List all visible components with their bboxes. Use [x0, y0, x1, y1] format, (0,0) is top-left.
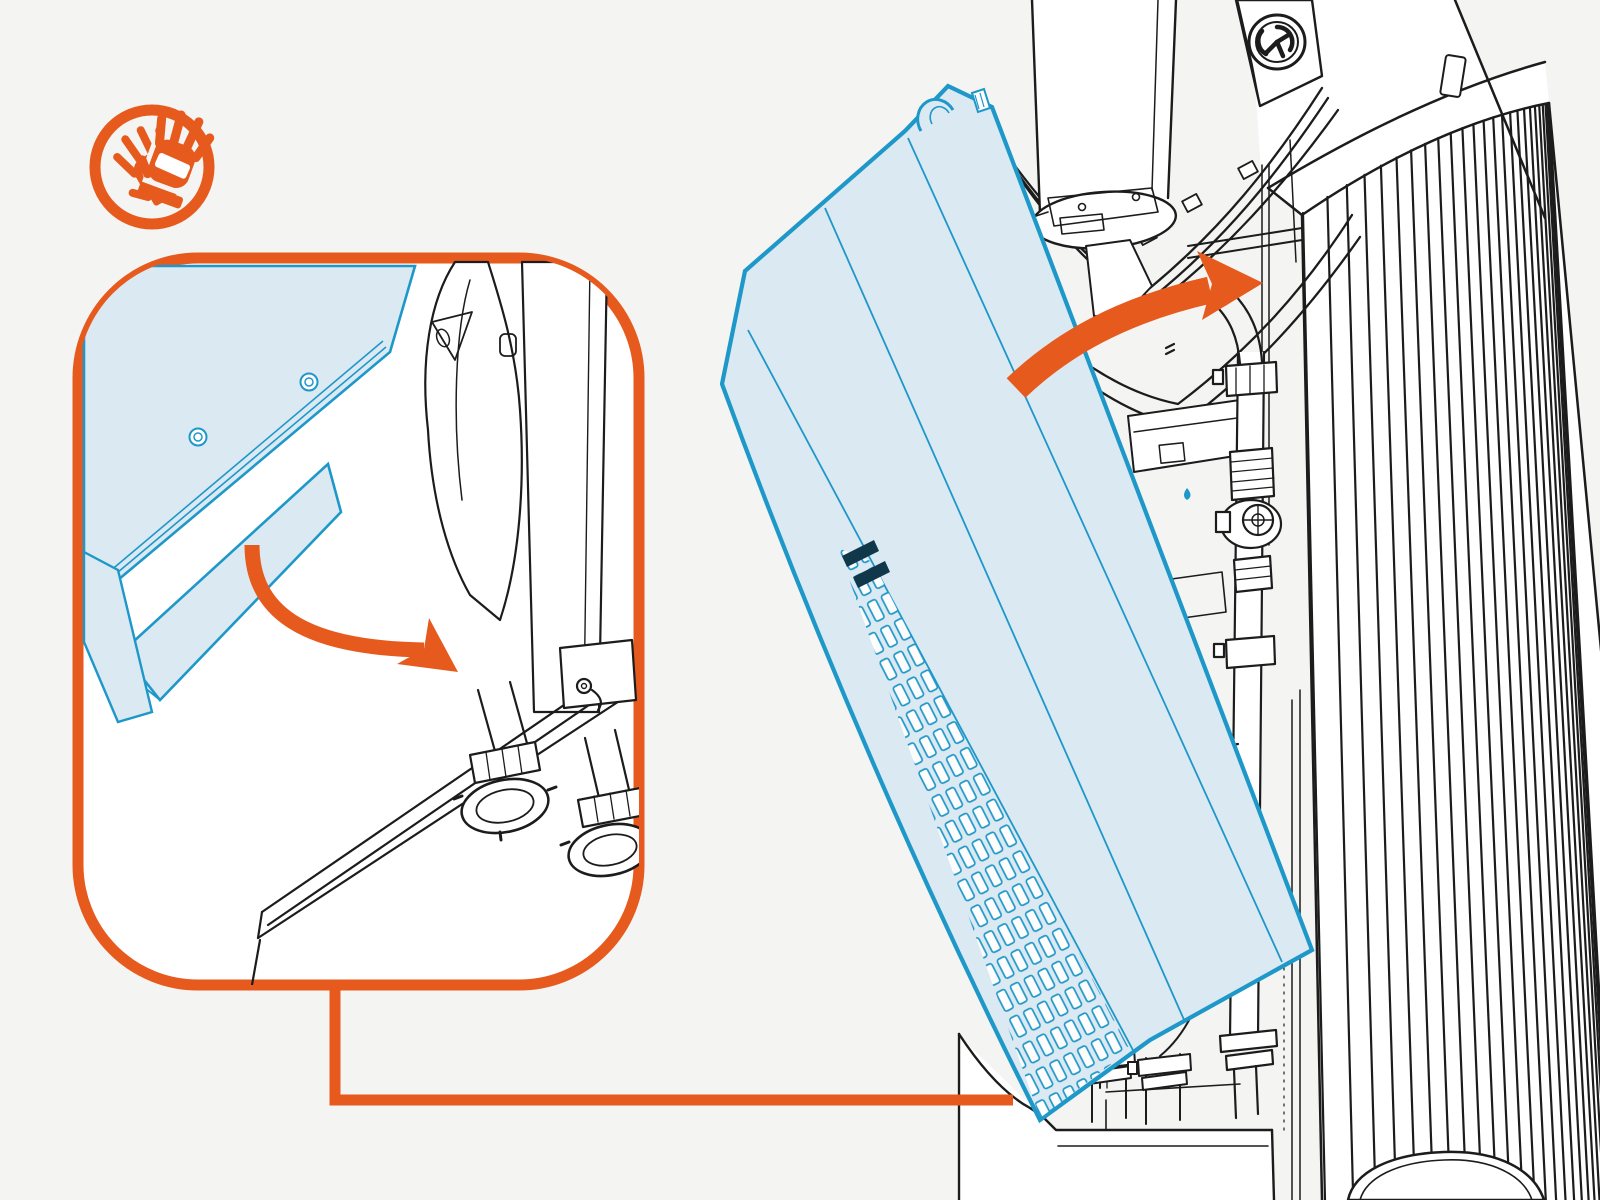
panel-screw	[299, 372, 319, 392]
callout-connector-line	[329, 978, 1013, 1106]
rib-line	[1546, 102, 1600, 1057]
arrowhead	[1197, 251, 1263, 320]
rotate-attach-arrow	[1006, 251, 1263, 398]
side-panel-face	[719, 83, 1315, 1124]
vent-dark-row	[853, 561, 890, 588]
right-glove	[137, 110, 215, 209]
vent-dark-row	[842, 540, 879, 567]
side-panel	[719, 83, 1315, 1124]
rib-line	[1437, 136, 1483, 1200]
rib-line	[1395, 156, 1435, 1200]
hose-union-nut	[559, 728, 639, 878]
column-top-band-fill	[1268, 62, 1549, 215]
duct-fill	[1032, 0, 1176, 228]
bayonet-vanes	[1256, 24, 1295, 59]
rib-line	[1492, 116, 1547, 1200]
duct-interior-plate	[1035, 187, 1159, 235]
column-ribs	[1301, 101, 1600, 1200]
rib-line	[1522, 107, 1583, 1200]
column-fill	[1302, 103, 1600, 1200]
detail-callout	[72, 252, 645, 991]
panel-screw	[188, 427, 208, 447]
column-base-arch	[1346, 1150, 1546, 1200]
callout-insert-arrow	[244, 544, 458, 672]
rib-line	[1541, 103, 1600, 1154]
column-base-arch-inner	[1359, 1159, 1533, 1200]
rib-line	[1500, 113, 1558, 1200]
rib-line	[1461, 127, 1511, 1200]
rib-line	[1345, 184, 1377, 1200]
callout-arrowhead	[397, 618, 458, 672]
paint-drop-mark	[1184, 488, 1191, 500]
glove-strap	[154, 153, 191, 179]
rib-line	[1482, 119, 1536, 1200]
tick-mark	[1164, 342, 1176, 356]
callout-device-art	[250, 260, 639, 985]
callout-content	[82, 260, 639, 985]
rib-line	[1547, 101, 1600, 1025]
rib-line	[1409, 149, 1452, 1200]
bayonet-cap	[1234, 0, 1324, 108]
cuff-gap	[141, 176, 186, 197]
panel-vent-grid	[838, 548, 1130, 1118]
rib-line	[1533, 104, 1596, 1200]
rib-line	[1516, 109, 1576, 1200]
rib-line	[1423, 142, 1468, 1200]
rib-line	[1544, 102, 1600, 1097]
rib-line	[1449, 131, 1498, 1200]
rib-line	[1528, 106, 1590, 1200]
panel-crease-lines	[747, 137, 1283, 1053]
rib-line	[1538, 103, 1600, 1200]
rib-line	[1508, 111, 1567, 1200]
rib-line	[1379, 164, 1417, 1200]
wear-gloves-icon	[89, 104, 215, 230]
rib-line	[1301, 211, 1327, 1200]
band-tab	[1439, 54, 1467, 98]
filter-column	[1240, 0, 1600, 1200]
rib-line	[1363, 173, 1398, 1200]
panel-top-hooks	[916, 87, 992, 132]
rib-line	[1326, 195, 1355, 1200]
column-outline	[1266, 0, 1600, 1200]
main-appliance-line-art	[957, 0, 1600, 1200]
hose-union-nut	[452, 680, 558, 842]
icon-ring	[89, 104, 215, 230]
callout-panel-piece	[82, 264, 417, 724]
base-fill	[957, 1034, 1274, 1200]
rib-line	[1472, 122, 1524, 1200]
